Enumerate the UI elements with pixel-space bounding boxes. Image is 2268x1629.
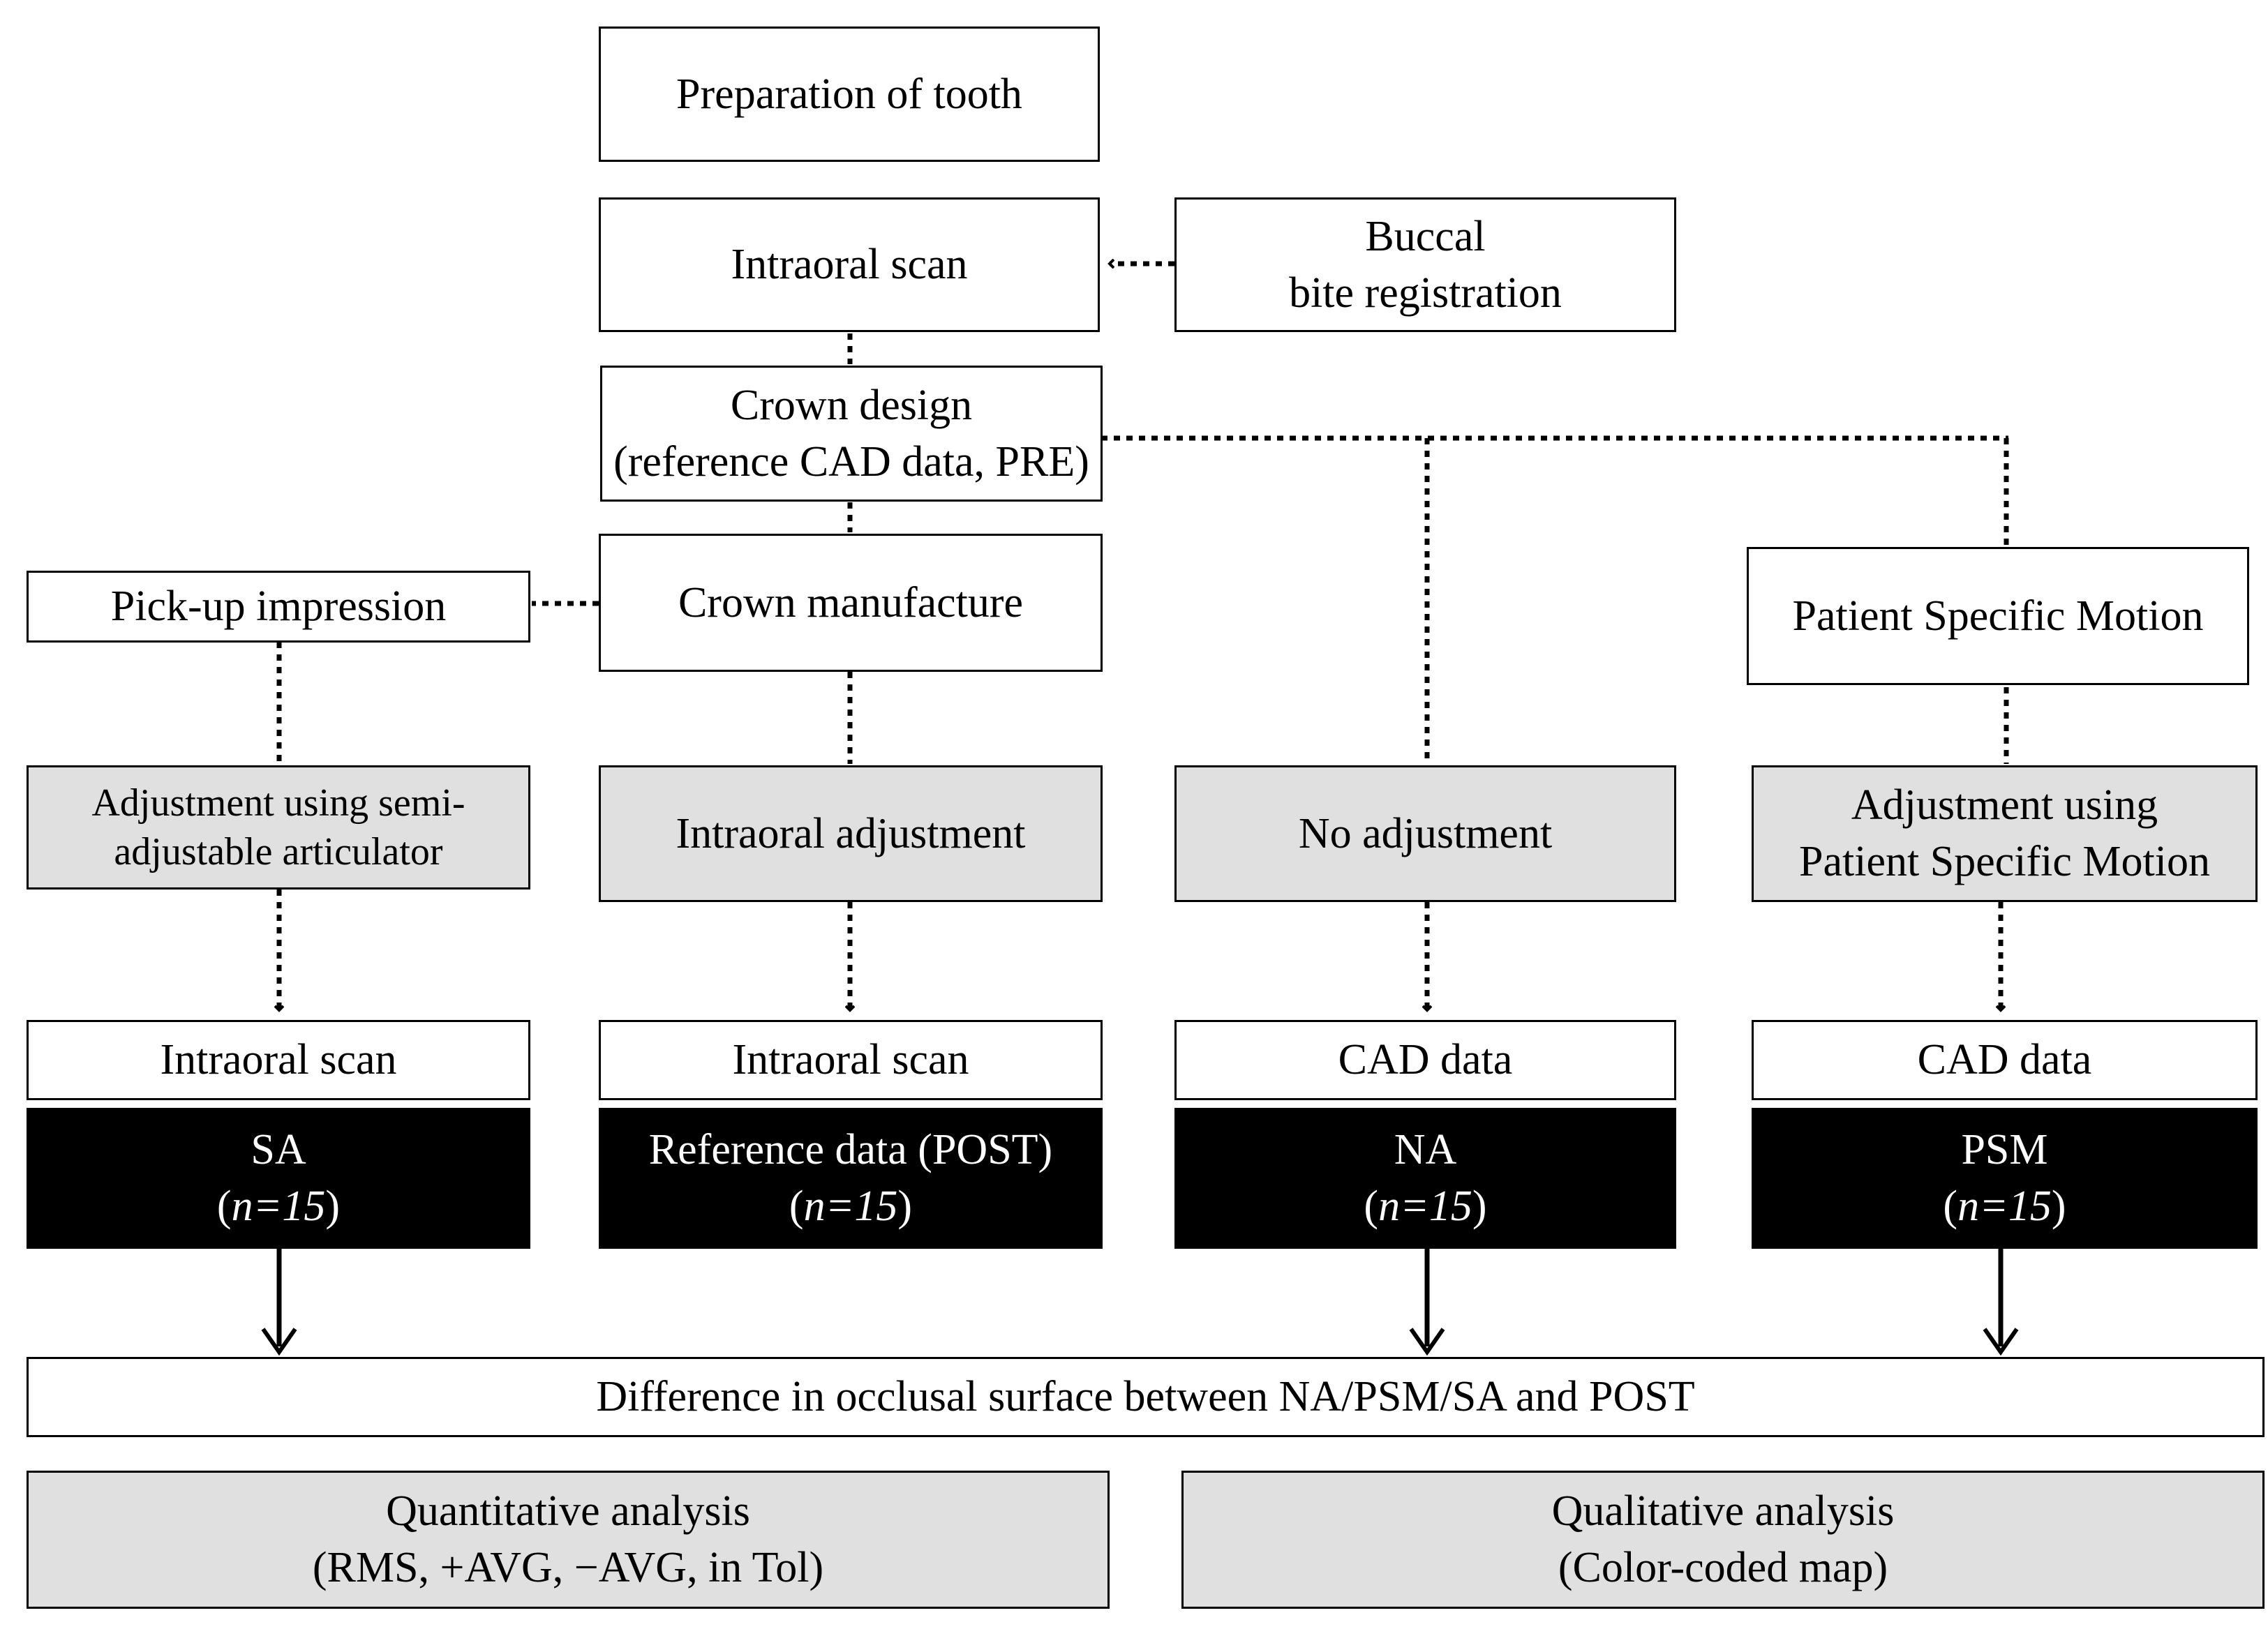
adjustment-semi-label-line2: adjustable articulator [114,830,443,873]
crown-design-label-line2: (reference CAD data, PRE) [613,437,1089,486]
adjustment-psm-label-line1: Adjustment using [1851,781,2158,829]
col2-source-box: Intraoral scan [599,1020,1103,1100]
group-sa-label: SA [251,1126,306,1174]
pick-up-impression-label: Pick-up impression [110,583,447,631]
crown-design-label-line1: Crown design [730,381,973,429]
intraoral-scan-top-box: Intraoral scan [599,197,1100,332]
count-open-paren: ( [1364,1183,1379,1230]
intraoral-scan-top-label: Intraoral scan [731,241,968,289]
qualitative-label-line2: (Color-coded map) [1558,1544,1888,1591]
buccal-label-line1: Buccal [1365,212,1486,260]
count-value: n=15 [803,1183,898,1230]
quantitative-analysis-box: Quantitative analysis (RMS, +AVG, −AVG, … [27,1471,1110,1609]
col4-source-label: CAD data [1917,1036,2092,1084]
col1-source-box: Intraoral scan [27,1020,530,1100]
count-value: n=15 [1957,1183,2052,1230]
count-value: n=15 [1378,1183,1472,1230]
buccal-bite-registration-box: Buccal bite registration [1174,197,1676,332]
preparation-of-tooth-box: Preparation of tooth [599,27,1100,162]
difference-label: Difference in occlusal surface between N… [596,1373,1695,1421]
count-close-paren: ) [897,1183,913,1230]
count-open-paren: ( [1943,1183,1958,1230]
qualitative-analysis-box: Qualitative analysis (Color-coded map) [1181,1471,2265,1609]
preparation-of-tooth-label: Preparation of tooth [676,70,1022,118]
count-open-paren: ( [216,1183,232,1230]
group-psm-box: PSM (n=15) [1752,1108,2258,1249]
count-value: n=15 [231,1183,326,1230]
group-psm-label: PSM [1961,1126,2048,1174]
no-adjustment-box: No adjustment [1174,765,1676,902]
group-sa-box: SA (n=15) [27,1108,530,1249]
qualitative-label-line1: Qualitative analysis [1551,1487,1895,1536]
crown-design-box: Crown design (reference CAD data, PRE) [600,366,1103,502]
group-sa-count: (n=15) [217,1178,340,1235]
adjustment-psm-box: Adjustment using Patient Specific Motion [1752,765,2258,902]
count-close-paren: ) [1472,1183,1487,1230]
buccal-label-line2: bite registration [1289,269,1562,317]
group-post-box: Reference data (POST) (n=15) [599,1108,1103,1249]
group-post-label: Reference data (POST) [648,1126,1053,1174]
group-na-count: (n=15) [1364,1178,1486,1235]
col3-source-label: CAD data [1338,1036,1513,1084]
count-close-paren: ) [325,1183,341,1230]
difference-box: Difference in occlusal surface between N… [27,1357,2265,1437]
group-post-count: (n=15) [789,1178,912,1235]
group-psm-count: (n=15) [1943,1178,2066,1235]
crown-manufacture-box: Crown manufacture [599,534,1103,672]
crown-manufacture-label: Crown manufacture [678,578,1024,626]
quantitative-label-line1: Quantitative analysis [386,1487,750,1536]
adjustment-semi-adjustable-box: Adjustment using semi- adjustable articu… [27,765,530,889]
adjustment-semi-label-line1: Adjustment using semi- [91,781,465,825]
intraoral-adjustment-box: Intraoral adjustment [599,765,1103,902]
adjustment-psm-label-line2: Patient Specific Motion [1799,838,2210,885]
quantitative-label-line2: (RMS, +AVG, −AVG, in Tol) [312,1544,824,1591]
col3-source-box: CAD data [1174,1020,1676,1100]
group-na-label: NA [1394,1126,1457,1174]
patient-specific-motion-box: Patient Specific Motion [1747,547,2249,685]
count-close-paren: ) [2051,1183,2066,1230]
patient-specific-motion-label: Patient Specific Motion [1792,592,2204,640]
intraoral-adjustment-label: Intraoral adjustment [676,809,1026,857]
group-na-box: NA (n=15) [1174,1108,1676,1249]
col4-source-box: CAD data [1752,1020,2258,1100]
col2-source-label: Intraoral scan [732,1036,969,1084]
no-adjustment-label: No adjustment [1298,809,1553,857]
pick-up-impression-box: Pick-up impression [27,571,530,643]
col1-source-label: Intraoral scan [160,1036,397,1084]
count-open-paren: ( [789,1183,804,1230]
